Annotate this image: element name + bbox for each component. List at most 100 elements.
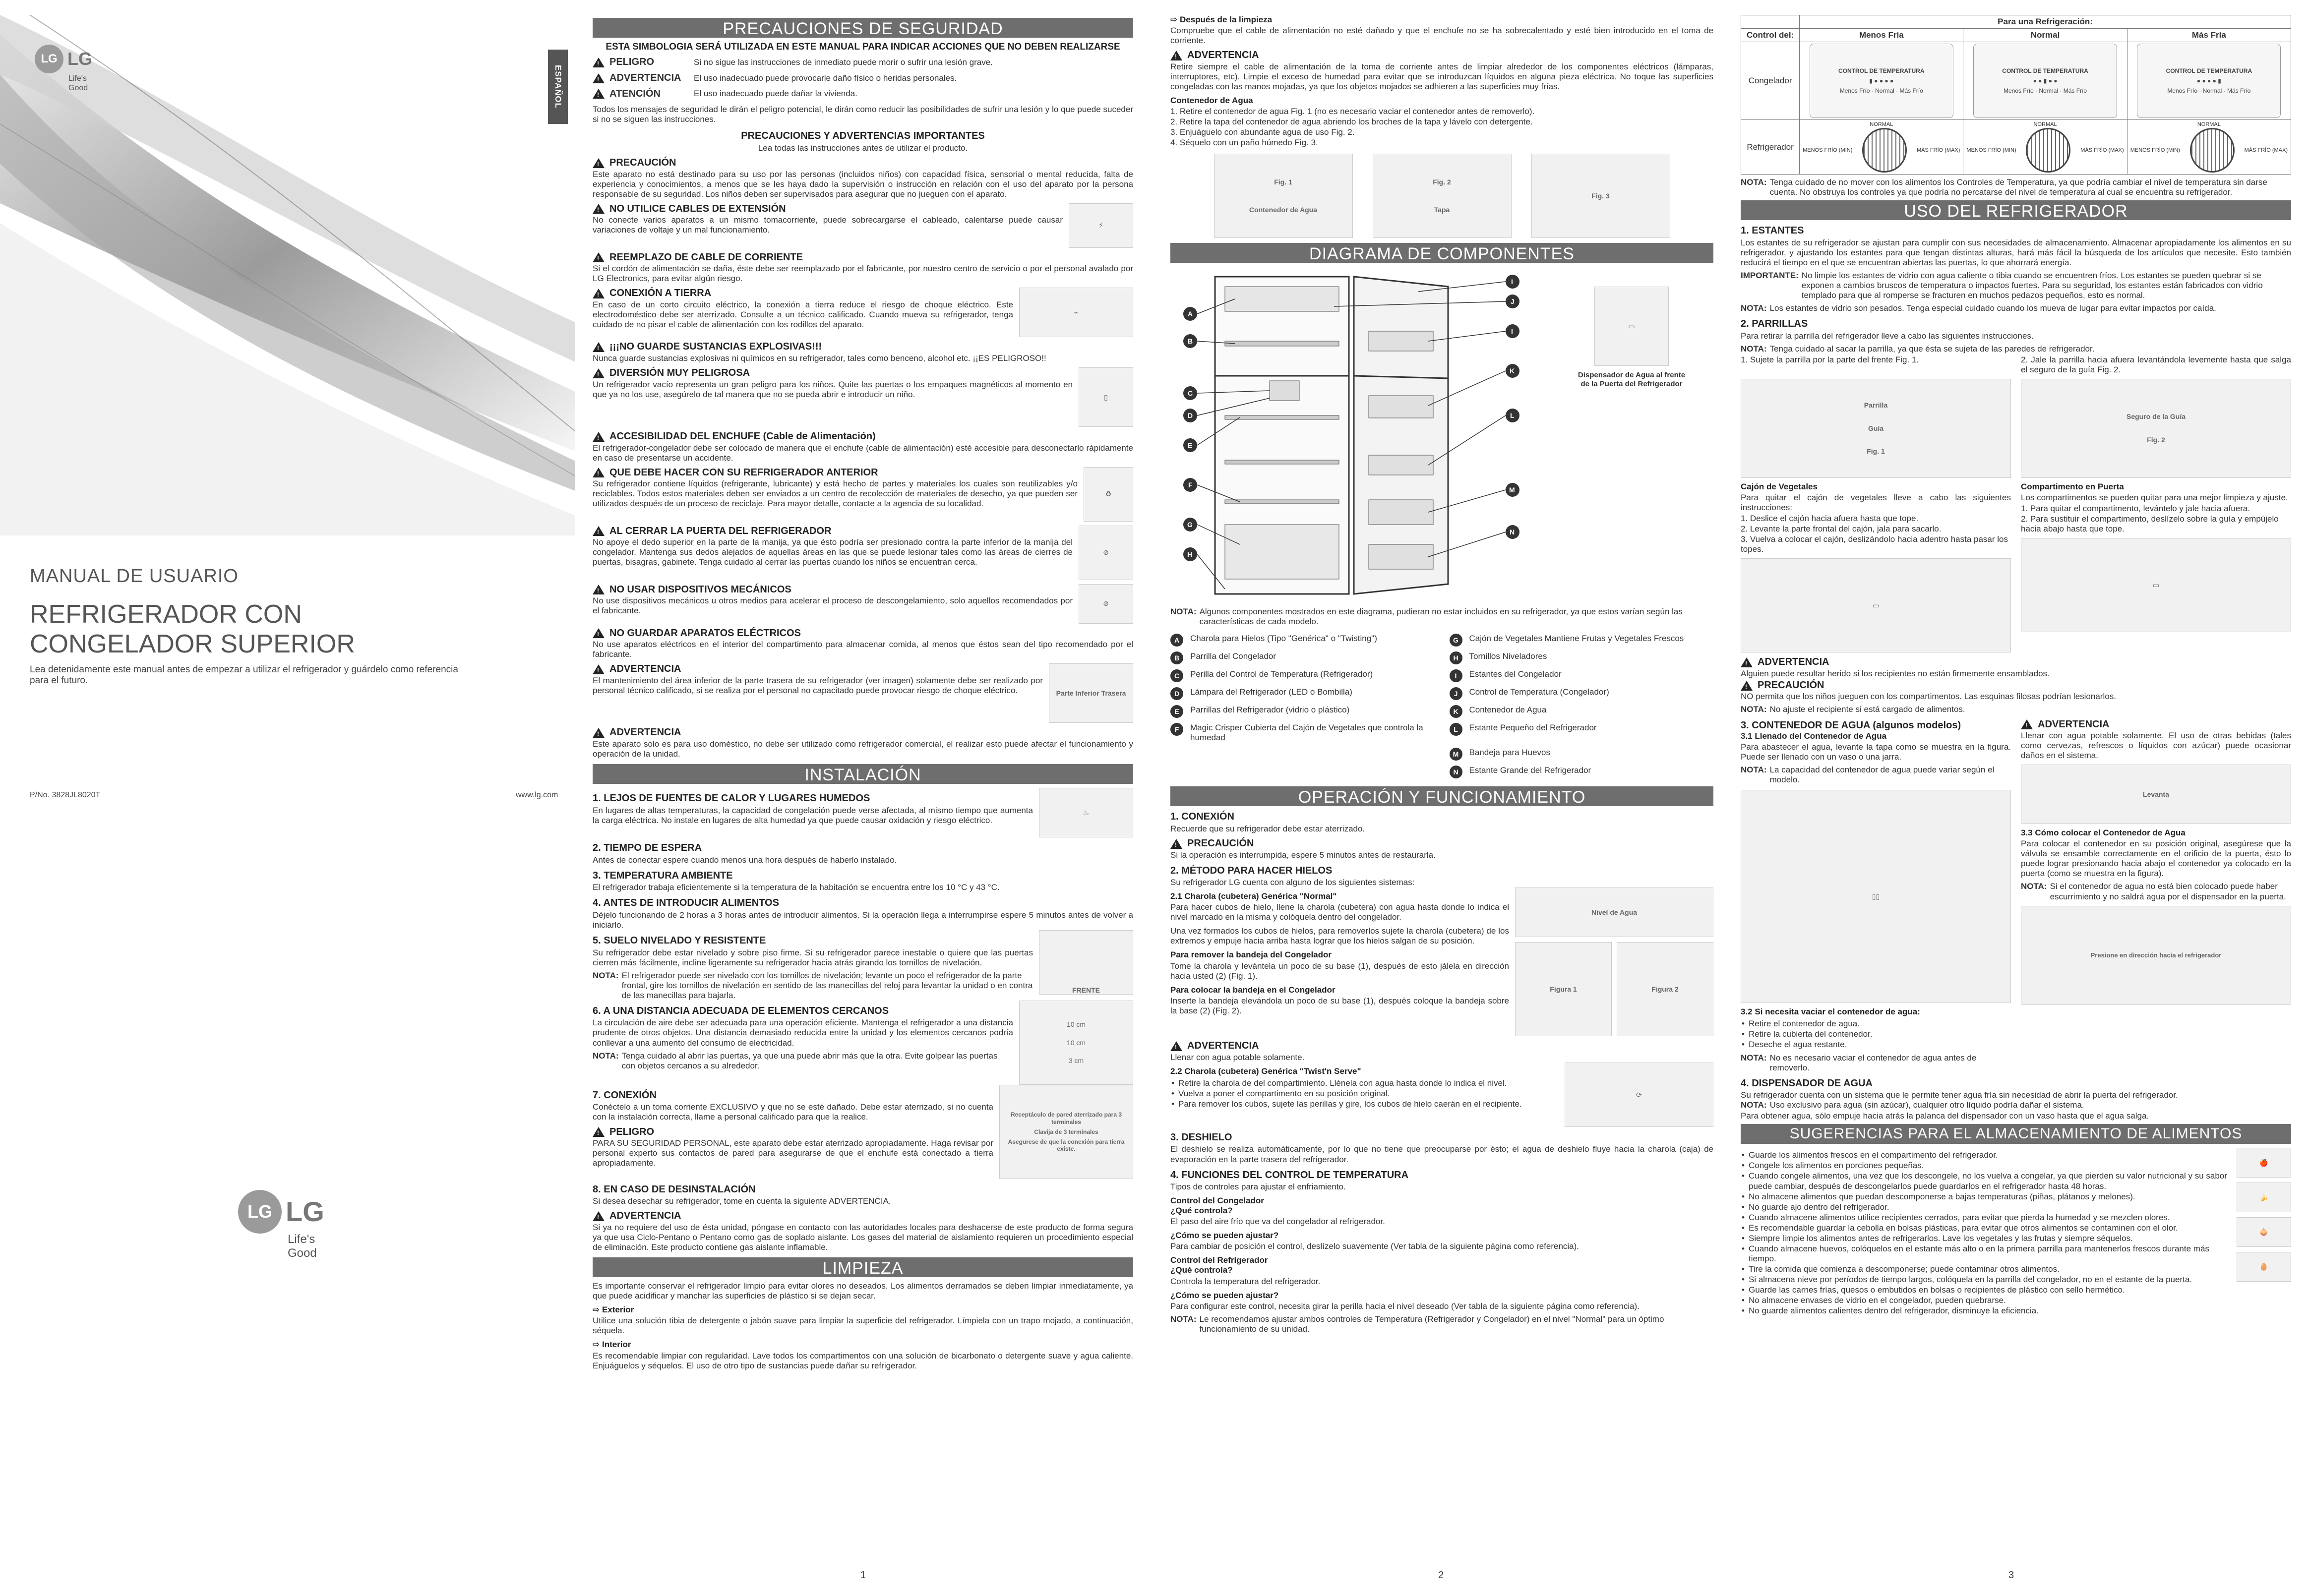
use-subheading: Cajón de Vegetales: [1741, 481, 1818, 491]
note: NOTA:Los estantes de vidrio son pesados.…: [1741, 303, 2291, 313]
section-install-title: INSTALACIÓN: [593, 764, 1133, 784]
note-text: El refrigerador puede ser nivelado con l…: [621, 970, 1033, 1000]
note-label: NOTA:: [1741, 1100, 1767, 1110]
food-tip: Guarde las carnes frías, quesos o embuti…: [1741, 1285, 2231, 1295]
food-tip: Guarde los alimentos frescos en el compa…: [1741, 1150, 2231, 1160]
op-text: Para hacer cubos de hielo, llene la char…: [1170, 902, 1509, 922]
fridge-diagram: A B C D E F G H I J I K L M N: [1183, 275, 1519, 595]
food-tips-section: Guarde los alimentos frescos en el compa…: [1741, 1148, 2291, 1316]
op-text: Para cambiar de posición el control, des…: [1170, 1241, 1579, 1251]
item-title: QUE DEBE HACER CON SU REFRIGERADOR ANTER…: [609, 467, 878, 478]
warning-icon: [2021, 719, 2033, 730]
note-label: NOTA:: [593, 970, 619, 980]
warning-icon: [593, 289, 605, 299]
water-container-section: 3. CONTENEDOR DE AGUA (algunos modelos) …: [1741, 715, 2291, 1073]
note-label: NOTA:: [593, 1051, 619, 1061]
note-label: NOTA:: [1170, 1314, 1197, 1324]
note: NOTA:El refrigerador puede ser nivelado …: [593, 971, 1033, 1001]
ground-label: Asegurese de que la conexión para tierra…: [1008, 1138, 1125, 1153]
website: www.lg.com: [516, 791, 558, 799]
rear-figure-label: Parte Inferior Trasera: [1056, 689, 1126, 698]
item-title: ADVERTENCIA: [609, 1210, 681, 1222]
op-text: Su refrigerador LG cuenta con alguno de …: [1170, 878, 1415, 887]
item-text: El refrigerador-congelador debe ser colo…: [593, 443, 1133, 463]
component-letter: E: [1170, 705, 1183, 718]
note-label: NOTA:: [1741, 765, 1767, 775]
section-safety-title: PRECAUCIONES DE SEGURIDAD: [593, 18, 1133, 38]
item-text: No use aparatos eléctricos en el interio…: [593, 640, 1133, 659]
op-text: El paso del aire frío que va del congela…: [1170, 1217, 1385, 1227]
logo-word: LG: [67, 48, 92, 69]
item-text: Llenar con agua potable solamente.: [1170, 1052, 1305, 1062]
food-tip: No almacene envases de vidrio en el cong…: [1741, 1296, 2231, 1305]
page-number: 2: [1438, 1570, 1444, 1581]
svg-text:I: I: [1511, 327, 1513, 335]
op-question: ¿Qué controla?: [1170, 1265, 1233, 1275]
door-bin-figure: ▭: [2021, 538, 2291, 633]
install-heading: 3. TEMPERATURA AMBIENTE: [593, 870, 733, 881]
item-text: PARA SU SEGURIDAD PERSONAL, este aparato…: [593, 1138, 993, 1168]
item-text: Un refrigerador vacío representa un gran…: [593, 379, 1073, 399]
op-text: Tome la charola y levántela un poco de s…: [1170, 961, 1509, 981]
cover-logo-top: LG LG Life's Good: [35, 45, 92, 92]
op-subheading: Control del Congelador: [1170, 1196, 1264, 1206]
note-label: NOTA:: [1741, 303, 1767, 313]
item-text: Si el cordón de alimentación se daña, és…: [593, 264, 1133, 284]
level-text: El uso inadecuado puede dañar la viviend…: [694, 89, 857, 99]
twist-section: 2.2 Charola (cubetera) Genérica "Twist'n…: [1170, 1062, 1713, 1127]
item-title: PRECAUCIÓN: [609, 157, 676, 168]
note-label: NOTA:: [1741, 177, 1767, 187]
install-heading: 6. A UNA DISTANCIA ADECUADA DE ELEMENTOS…: [593, 1005, 889, 1016]
install-text: Conéctelo a un toma corriente EXCLUSIVO …: [593, 1102, 993, 1122]
op-subheading: Para remover la bandeja del Congelador: [1170, 950, 1332, 960]
lift-lid-figure: Levanta: [2021, 765, 2291, 825]
after-clean-heading: ⇨ Después de la limpieza: [1170, 15, 1273, 24]
install-5: 5. SUELO NIVELADO Y RESISTENTE Su refrig…: [593, 930, 1133, 1001]
language-tab: ESPAÑOL: [548, 50, 568, 124]
note: NOTA:Tenga cuidado de no mover con los a…: [1741, 177, 2291, 197]
svg-text:K: K: [1510, 367, 1515, 375]
row-label: Refrigerador: [1741, 119, 1800, 175]
logo-tagline: Life's Good: [288, 1233, 317, 1260]
item-title: ADVERTENCIA: [1187, 50, 1259, 61]
svg-text:H: H: [1187, 550, 1192, 558]
use-text: Los estantes de su refrigerador se ajust…: [1741, 237, 2291, 267]
cover-title: REFRIGERADOR CON CONGELADOR SUPERIOR: [30, 600, 355, 659]
op-text: Inserte la bandeja elevándola un poco de…: [1170, 996, 1509, 1015]
component-name: Bandeja para Huevos: [1469, 748, 1551, 758]
component-legend-item: [1170, 748, 1435, 761]
warning-icon: [593, 158, 605, 168]
item-text: No use dispositivos mecánicos u otros me…: [593, 596, 1073, 616]
mechanical-device-figure: ⊘: [1079, 584, 1133, 624]
svg-text:J: J: [1511, 297, 1515, 305]
symbology-heading: ESTA SIMBOLOGIA SERÁ UTILIZADA EN ESTE M…: [606, 42, 1120, 52]
exterior-heading: ⇨ Exterior: [593, 1305, 634, 1315]
svg-text:L: L: [1510, 412, 1515, 419]
install-heading: 7. CONEXIÓN: [593, 1089, 657, 1101]
op-text: Una vez formados los cubos de hielos, pa…: [1170, 926, 1509, 946]
plug-label: Clavija de 3 terminales: [1034, 1128, 1098, 1135]
component-letter: H: [1449, 651, 1462, 665]
item-title: ADVERTENCIA: [2038, 718, 2110, 730]
item-title: REEMPLAZO DE CABLE DE CORRIENTE: [609, 251, 803, 263]
component-letter: A: [1170, 634, 1183, 647]
fridge-knob-icon: [1862, 128, 1907, 173]
use-subheading: Compartimento en Puerta: [2021, 481, 2124, 491]
note-text: Uso exclusivo para agua (sin azúcar), cu…: [1769, 1100, 2084, 1110]
container-fig-3: Fig. 3: [1531, 154, 1670, 238]
cover-logo-bottom: LG LG Life's Good: [238, 1190, 324, 1260]
table-header: Control del:: [1741, 28, 1800, 43]
water-level-figure: Nivel de Agua: [1515, 887, 1713, 938]
op-heading: 2. MÉTODO PARA HACER HIELOS: [1170, 865, 1333, 876]
outlet-label: Receptáculo de pared aterrizado para 3 t…: [1010, 1111, 1122, 1125]
food-icon: 🍌: [2237, 1182, 2291, 1213]
component-letter: I: [1449, 669, 1462, 683]
op-heading: 4. FUNCIONES DEL CONTROL DE TEMPERATURA: [1170, 1169, 1409, 1181]
